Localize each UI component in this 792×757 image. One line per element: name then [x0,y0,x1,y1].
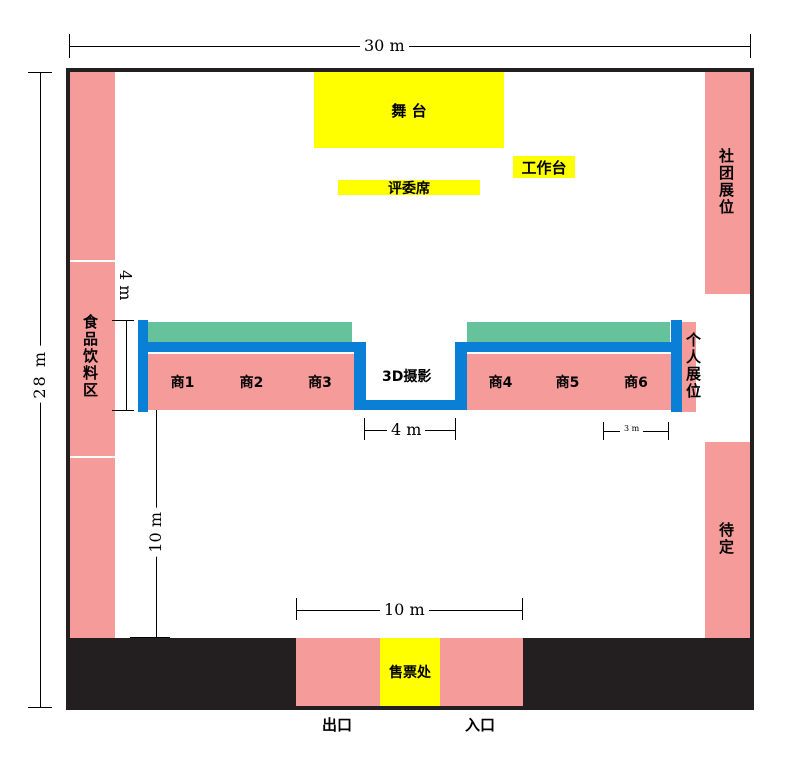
food-column-top [70,72,115,260]
club-booth-column [705,72,750,294]
blue-frame-right-top [455,342,681,352]
entrance-width-label: 10 m [380,600,429,619]
personal-booth-label: 个人展位 [684,332,702,400]
width-label: 30 m [360,36,409,55]
photo-width-label: 4 m [387,420,426,439]
photo-3d-label: 3D摄影 [382,369,432,385]
food-column-bottom [70,458,115,638]
blue-frame-left-top [138,342,366,352]
workbench: 工作台 [513,156,575,178]
booth-6-label: 商6 [624,375,648,391]
food-area-label: 食品饮料区 [81,314,99,399]
ticket-office: 售票处 [380,638,440,706]
booth-dim-tick-right [668,422,669,440]
blue-frame-right-inner [455,342,467,410]
width-dimension-line [69,46,751,47]
exit-zone [296,638,380,706]
green-strip-left-4 [304,322,352,342]
booth-width-label: 3 m [620,424,644,433]
personal-booth-column [682,322,696,412]
width-tick-right [750,34,751,58]
pending-column [705,442,750,638]
height-label: 28 m [30,346,49,403]
green-strip-left-3 [252,322,306,342]
aisle-tick-bottom [130,637,170,638]
booth-3-label: 商3 [308,375,332,391]
green-strip-right-1 [467,322,521,342]
height-tick-top [28,72,52,73]
blue-frame-bottom [354,400,466,410]
bottom-wall-left [66,638,296,710]
booth-5: 商5 [534,354,603,410]
workbench-label: 工作台 [521,158,567,177]
gap-dimension-line [126,320,127,410]
blue-frame-left-post [138,320,148,412]
booth-2: 商2 [217,354,288,410]
booth-1: 商1 [148,354,219,410]
booth-4-label: 商4 [488,375,513,391]
booth-1-label: 商1 [170,375,195,391]
judges-label: 评委席 [388,180,430,197]
exit-label: 出口 [322,716,353,734]
entrance-zone [440,638,523,706]
booth-3: 商3 [286,354,354,410]
booth-4: 商4 [467,354,536,410]
booth-2-label: 商2 [239,375,264,391]
height-tick-bottom [28,707,52,708]
entrance-dim-tick-left [296,598,297,620]
top-gap-label: 4 m [116,266,135,305]
width-tick-left [69,34,70,58]
club-booth-label: 社团展位 [717,148,735,216]
booth-5-label: 商5 [555,375,580,391]
gap-tick-top [112,320,134,321]
photo-dim-tick-right [455,418,456,440]
gap-tick-bottom [112,410,134,411]
entrance-label: 入口 [465,716,496,734]
booth-dim-tick-left [603,422,604,440]
judges-table: 评委席 [338,180,480,197]
entrance-dim-tick-right [522,598,523,620]
booth-6: 商6 [601,354,671,410]
green-strip-right-3 [571,322,623,342]
ticket-label: 售票处 [389,665,431,681]
pending-label: 待定 [717,522,735,556]
green-strip-left-1 [148,322,202,342]
green-strip-right-4 [621,322,670,342]
blue-frame-left-inner [354,342,366,410]
blue-frame-right-post [671,320,682,412]
aisle-label: 10 m [146,508,165,557]
stage-label: 舞 台 [391,101,427,120]
stage: 舞 台 [314,72,504,148]
photo-dim-tick-left [364,418,365,440]
green-strip-left-2 [200,322,254,342]
bottom-wall-right [523,638,754,710]
green-strip-right-2 [519,322,573,342]
food-column-middle [70,262,115,456]
